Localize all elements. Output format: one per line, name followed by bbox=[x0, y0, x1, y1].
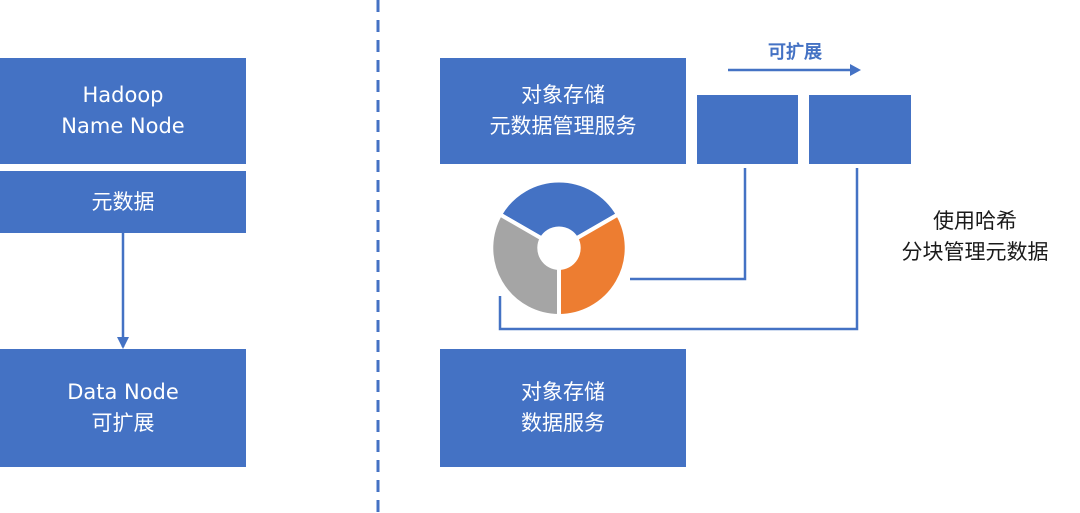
data-service-line1: 对象存储 bbox=[521, 380, 605, 404]
hash-note-line1: 使用哈希 bbox=[933, 209, 1017, 233]
data-node-line2: 可扩展 bbox=[91, 411, 155, 435]
metadata-box: 元数据 bbox=[0, 171, 246, 233]
name-node-line2: Name Node bbox=[61, 114, 185, 138]
metadata-service-line2: 元数据管理服务 bbox=[489, 114, 637, 138]
ring-segment-orange bbox=[557, 211, 629, 319]
hash-metadata-note: 使用哈希 分块管理元数据 bbox=[880, 206, 1070, 268]
hash-note-line2: 分块管理元数据 bbox=[901, 240, 1049, 264]
scalable-arrowhead bbox=[850, 64, 861, 76]
ring-segment-gray bbox=[489, 211, 561, 319]
metadata-shard-box-2 bbox=[809, 95, 911, 164]
data-service-line2: 数据服务 bbox=[521, 411, 605, 435]
data-node-line1: Data Node bbox=[67, 380, 179, 404]
data-service-box: 对象存储 数据服务 bbox=[440, 349, 686, 467]
scalable-label: 可扩展 bbox=[768, 42, 822, 63]
metadata-service-box: 对象存储 元数据管理服务 bbox=[440, 58, 686, 164]
shard2-connector bbox=[498, 168, 859, 331]
data-node-box: Data Node 可扩展 bbox=[0, 349, 246, 467]
metadata-label: 元数据 bbox=[91, 189, 155, 214]
shard1-connector bbox=[630, 168, 747, 281]
metadata-service-line1: 对象存储 bbox=[521, 83, 605, 107]
metadata-to-datanode-arrowhead bbox=[117, 337, 129, 349]
hash-ring-icon bbox=[489, 178, 629, 319]
name-node-line1: Hadoop bbox=[82, 83, 164, 107]
ring-segment-blue bbox=[497, 178, 621, 242]
hadoop-name-node-box: Hadoop Name Node bbox=[0, 58, 246, 164]
metadata-shard-box-1 bbox=[697, 95, 798, 164]
